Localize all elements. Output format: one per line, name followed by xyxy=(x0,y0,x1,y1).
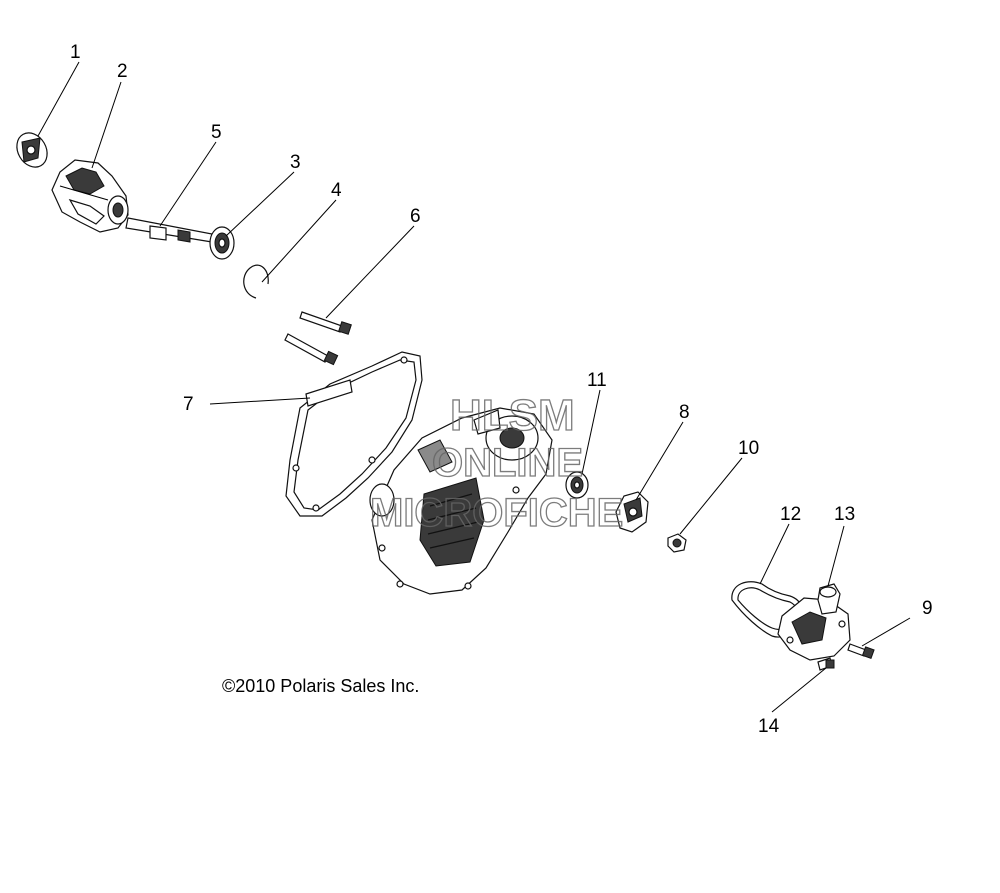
part-6-bolts xyxy=(284,311,352,366)
part-7-gasket xyxy=(285,351,423,517)
callout-2: 2 xyxy=(117,61,128,82)
part-1-impeller xyxy=(16,132,48,168)
callout-11: 11 xyxy=(587,370,607,391)
callout-3: 3 xyxy=(290,152,301,173)
callout-5: 5 xyxy=(211,122,222,143)
callout-1: 1 xyxy=(70,42,81,63)
callout-6: 6 xyxy=(410,206,421,227)
watermark: HLSM ONLINE MICROFICHE xyxy=(369,390,624,535)
callout-labels: 1 2 3 4 5 6 7 8 9 10 11 12 13 14 xyxy=(70,42,933,737)
callout-10: 10 xyxy=(738,438,759,459)
part-5-shaft xyxy=(125,217,213,243)
callout-13: 13 xyxy=(834,504,855,525)
part-10-nut xyxy=(667,533,687,553)
callout-8: 8 xyxy=(679,402,690,423)
part-4-snap-ring xyxy=(243,264,269,299)
part-11-seal xyxy=(565,471,589,499)
watermark-line-3: MICROFICHE xyxy=(370,491,623,535)
part-14-bolt xyxy=(817,657,835,671)
callout-12: 12 xyxy=(780,504,801,525)
part-8-impeller xyxy=(615,491,649,533)
part-13-pump-cover xyxy=(777,583,851,661)
crankcase-cover xyxy=(369,407,553,595)
part-2-pump-housing xyxy=(51,159,129,233)
part-9-bolt xyxy=(847,643,875,660)
leader-lines xyxy=(37,61,911,713)
part-3-bearing xyxy=(209,226,235,260)
callout-4: 4 xyxy=(331,180,342,201)
watermark-line-1: HLSM xyxy=(450,391,575,440)
callout-9: 9 xyxy=(922,598,933,619)
copyright-notice: ©2010 Polaris Sales Inc. xyxy=(222,676,419,696)
callout-14: 14 xyxy=(758,716,780,737)
callout-7: 7 xyxy=(183,394,194,415)
watermark-line-2: ONLINE xyxy=(432,441,583,485)
